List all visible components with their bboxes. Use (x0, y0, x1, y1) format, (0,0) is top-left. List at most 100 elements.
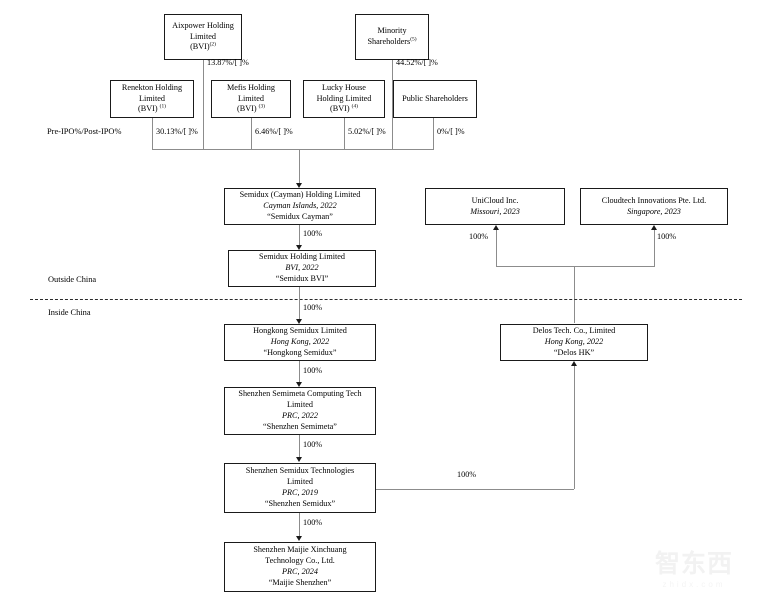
semidux-cayman-jurisdiction: Cayman Islands, 2022 (263, 201, 337, 211)
shenzhen-semidux-jurisdiction: PRC, 2019 (282, 488, 318, 497)
connector-bvi-to-hk (299, 287, 300, 322)
cloudtech-jurisdiction: Singapore, 2023 (627, 206, 681, 216)
connector-hk-to-semimeta (299, 361, 300, 385)
minority-name-line1: Minority (377, 26, 407, 36)
renekton-name-line2: Limited (139, 93, 165, 103)
watermark-logo: 智东西 zhidx.com (638, 551, 750, 603)
percent-cayman-to-bvi: 100% (303, 229, 323, 238)
renekton-name-line1: Renekton Holding (121, 82, 183, 92)
label-pre-post-ipo: Pre-IPO%/Post-IPO% (47, 127, 122, 136)
maijie-shenzhen-name-line1: Shenzhen Maijie Xinchuang (253, 545, 347, 555)
shenzhen-semimeta-name-line2: Limited (287, 400, 313, 410)
arrow-hk-to-semimeta (296, 382, 302, 387)
connector-minority-drop (392, 60, 393, 149)
connector-semidux-to-delos-vertical (574, 365, 575, 489)
connector-aixpower-drop (203, 60, 204, 149)
public-name-line1: Public Shareholders (402, 93, 468, 103)
semidux-bvi-short-name: “Semidux BVI” (275, 273, 329, 283)
semidux-bvi-name: Semidux Holding Limited (259, 252, 345, 262)
connector-mefis-drop (251, 118, 252, 149)
connector-cloudtech-riser (654, 229, 655, 266)
unicloud-jurisdiction: Missouri, 2023 (470, 206, 520, 216)
shenzhen-semidux-name-line1: Shenzhen Semidux Technologies (245, 466, 355, 476)
renekton-name-line3: (BVI) (1) (138, 103, 166, 114)
connector-renekton-drop (152, 118, 153, 149)
cloudtech-name: Cloudtech Innovations Pte. Ltd. (601, 195, 707, 205)
percent-bvi-to-hk: 100% (303, 303, 323, 312)
hongkong-semidux-jurisdiction: Hong Kong, 2022 (270, 337, 330, 347)
connector-public-drop (433, 118, 434, 149)
arrow-cayman-to-bvi (296, 245, 302, 250)
box-maijie-shenzhen: Shenzhen Maijie Xinchuang Technology Co.… (224, 542, 376, 592)
watermark-cn-text: 智东西 (654, 549, 733, 578)
shenzhen-semimeta-jurisdiction: PRC, 2022 (282, 411, 318, 420)
percent-semimeta-to-semidux: 100% (303, 440, 323, 449)
delos-hk-name: Delos Tech. Co., Limited (532, 326, 616, 336)
connector-semidux-to-delos-horizontal (376, 489, 574, 490)
box-delos-hk: Delos Tech. Co., Limited Hong Kong, 2022… (500, 324, 648, 361)
arrow-bus-to-cayman (296, 183, 302, 188)
box-unicloud: UniCloud Inc. Missouri, 2023 (425, 188, 565, 225)
aixpower-name-line1: Aixpower Holding (172, 20, 234, 30)
china-border-divider (30, 299, 742, 300)
shenzhen-semimeta-short-name: “Shenzhen Semimeta” (263, 421, 337, 431)
maijie-shenzhen-name-line2: Technology Co., Ltd. (265, 556, 335, 566)
maijie-shenzhen-jurisdiction: PRC, 2024 (282, 567, 318, 576)
percent-lucky-house: 5.02%/[ ]% (348, 127, 386, 136)
label-outside-china: Outside China (48, 275, 97, 284)
lucky-house-name-line3: (BVI) (4) (330, 103, 358, 114)
lucky-house-name-line1: Lucky House (322, 82, 366, 92)
box-public-shareholders: Public Shareholders (393, 80, 477, 118)
mefis-name-line2: Limited (238, 93, 264, 103)
box-aixpower-holding: Aixpower Holding Limited (BVI)(2) (164, 14, 242, 60)
minority-name-line2: Shareholders(5) (367, 36, 417, 46)
percent-aixpower: 13.87%/[ ]% (207, 58, 249, 67)
mefis-name-line1: Mefis Holding (227, 82, 275, 92)
percent-bvi-to-unicloud: 100% (469, 232, 489, 241)
arrow-semimeta-to-semidux (296, 457, 302, 462)
box-shenzhen-semimeta: Shenzhen Semimeta Computing Tech Limited… (224, 387, 376, 435)
arrow-to-cloudtech (651, 225, 657, 230)
box-lucky-house-holding: Lucky House Holding Limited (BVI) (4) (303, 80, 385, 118)
maijie-shenzhen-short-name: “Maijie Shenzhen” (268, 577, 332, 587)
delos-hk-short-name: “Delos HK” (553, 347, 595, 357)
delos-hk-jurisdiction: Hong Kong, 2022 (544, 337, 604, 347)
box-mefis-holding: Mefis Holding Limited (BVI) (3) (211, 80, 291, 118)
box-cloudtech-innovations: Cloudtech Innovations Pte. Ltd. Singapor… (580, 188, 728, 225)
box-semidux-cayman: Semidux (Cayman) Holding Limited Cayman … (224, 188, 376, 225)
semidux-bvi-jurisdiction: BVI, 2022 (285, 263, 319, 273)
percent-hk-to-semimeta: 100% (303, 366, 323, 375)
percent-minority: 44.52%/[ ]% (396, 58, 438, 67)
box-minority-shareholders: Minority Shareholders(5) (355, 14, 429, 60)
connector-offshore-bus-drop (574, 266, 575, 323)
percent-renekton: 30.13%/[ ]% (156, 127, 198, 136)
percent-public: 0%/[ ]% (437, 127, 465, 136)
arrow-semidux-to-delos (571, 361, 577, 366)
arrow-bvi-to-hk (296, 319, 302, 324)
aixpower-name-line3: (BVI)(2) (190, 41, 216, 52)
box-shenzhen-semidux: Shenzhen Semidux Technologies Limited PR… (224, 463, 376, 513)
percent-mefis: 6.46%/[ ]% (255, 127, 293, 136)
shenzhen-semimeta-name-line1: Shenzhen Semimeta Computing Tech (238, 389, 362, 399)
box-renekton-holding: Renekton Holding Limited (BVI) (1) (110, 80, 194, 118)
hongkong-semidux-name: Hongkong Semidux Limited (253, 326, 347, 336)
connector-unicloud-riser (496, 229, 497, 266)
arrow-to-unicloud (493, 225, 499, 230)
arrow-semidux-to-maijie (296, 536, 302, 541)
box-hongkong-semidux: Hongkong Semidux Limited Hong Kong, 2022… (224, 324, 376, 361)
mefis-name-line3: (BVI) (3) (237, 103, 265, 114)
aixpower-footnote: (2) (209, 41, 216, 48)
watermark-en-text: zhidx.com (662, 580, 726, 589)
connector-bus-to-cayman (299, 149, 300, 186)
renekton-footnote: (1) (159, 103, 166, 110)
connector-offshore-bus (496, 266, 655, 267)
connector-cayman-to-bvi (299, 225, 300, 248)
connector-semidux-to-maijie (299, 513, 300, 539)
lucky-house-name-line2: Holding Limited (316, 93, 372, 103)
box-semidux-bvi: Semidux Holding Limited BVI, 2022 “Semid… (228, 250, 376, 287)
semidux-cayman-name: Semidux (Cayman) Holding Limited (239, 190, 361, 200)
aixpower-name-line2: Limited (190, 31, 216, 41)
connector-shareholder-bus (152, 149, 434, 150)
label-inside-china: Inside China (48, 308, 91, 317)
